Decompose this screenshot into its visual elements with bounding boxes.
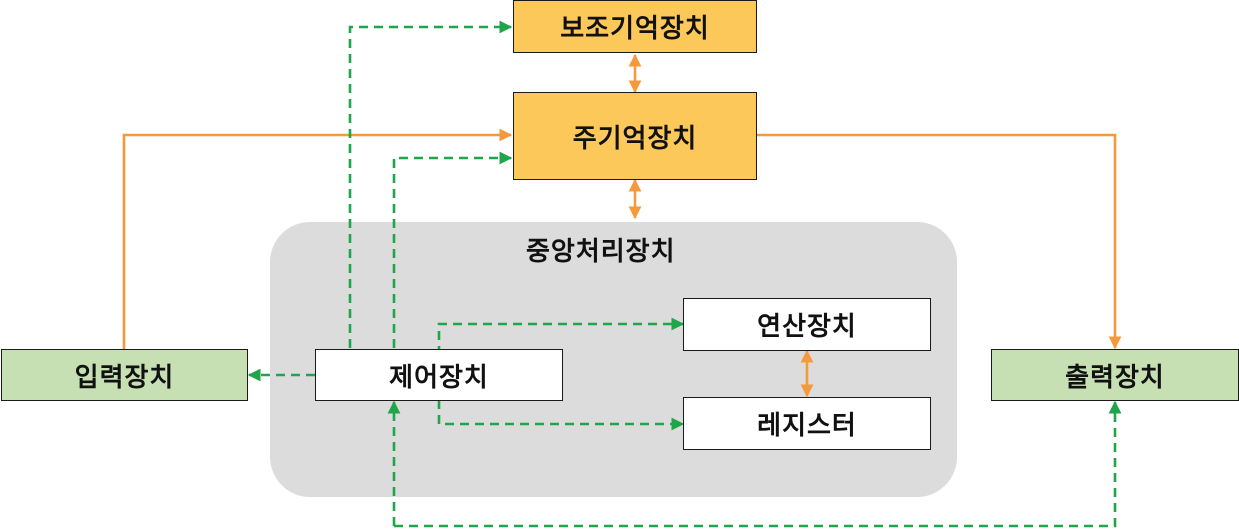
edge-input-main — [122, 128, 513, 349]
control-unit-box: 제어장치 — [315, 349, 563, 401]
output-device-box: 출력장치 — [991, 349, 1239, 401]
edge-main-output — [757, 133, 1122, 350]
register-box: 레지스터 — [683, 397, 931, 450]
edge-control-alu — [437, 317, 685, 400]
edge-control-main — [392, 151, 513, 348]
edge-control-aux — [348, 20, 513, 348]
edge-control-output-loop — [394, 400, 1122, 528]
main-memory-box: 주기억장치 — [513, 92, 757, 180]
edge-control-register — [437, 400, 685, 431]
alu-box: 연산장치 — [683, 298, 931, 351]
input-device-box: 입력장치 — [1, 349, 248, 401]
cpu-title: 중앙처리장치 — [526, 237, 676, 267]
aux-memory-box: 보조기억장치 — [513, 0, 757, 53]
